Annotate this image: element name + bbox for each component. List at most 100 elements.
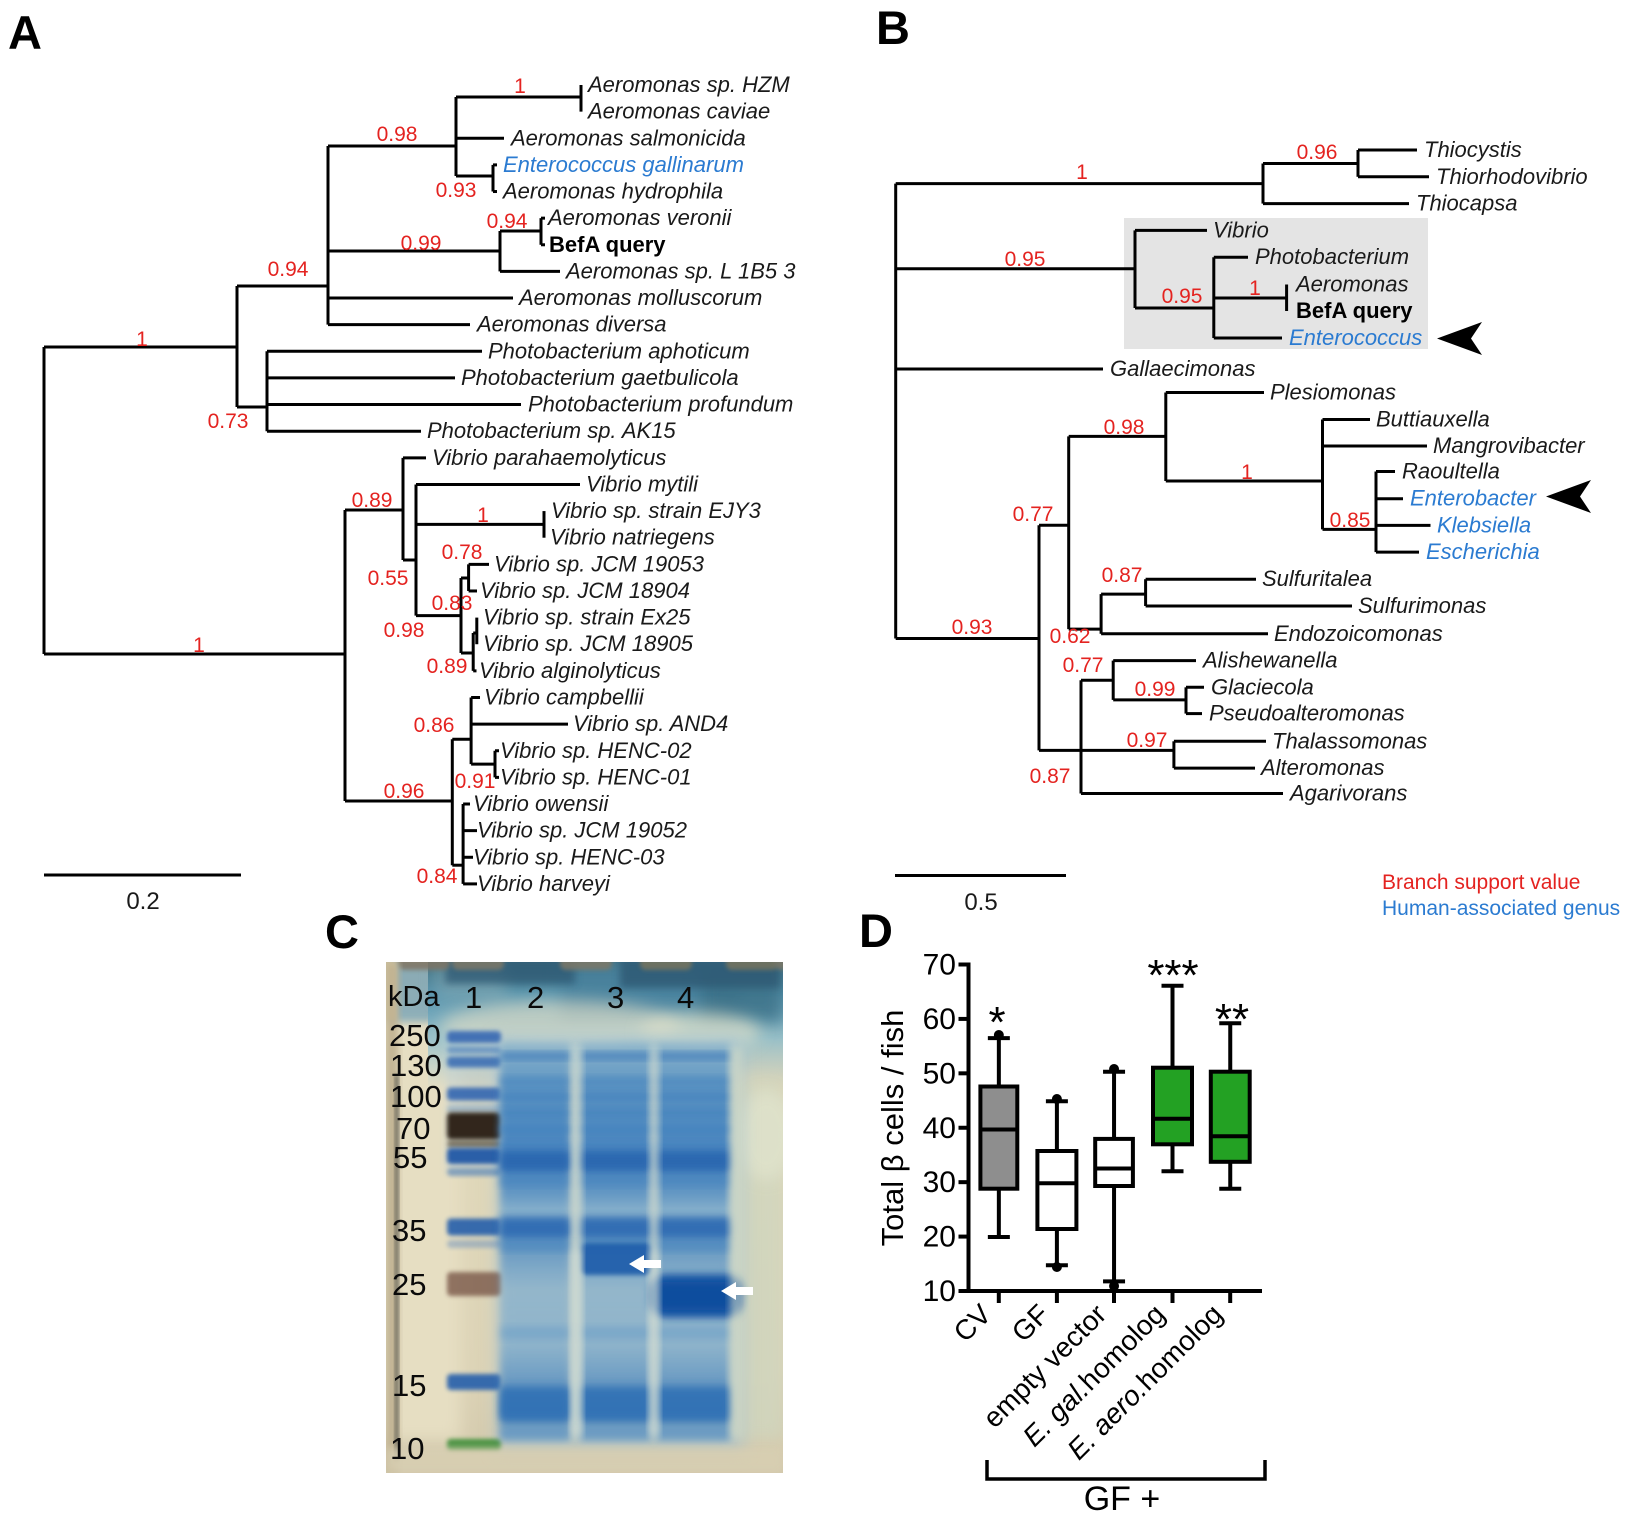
svg-text:Aeromonas molluscorum: Aeromonas molluscorum	[517, 285, 762, 310]
svg-text:Aeromonas veronii: Aeromonas veronii	[546, 205, 733, 230]
svg-text:1: 1	[514, 75, 526, 98]
svg-text:Photobacterium gaetbulicola: Photobacterium gaetbulicola	[461, 365, 739, 390]
svg-text:55: 55	[393, 1140, 427, 1175]
svg-text:Branch support value: Branch support value	[1382, 871, 1580, 894]
svg-text:0.99: 0.99	[1135, 678, 1176, 701]
svg-text:Thalassomonas: Thalassomonas	[1272, 728, 1427, 753]
svg-text:0.86: 0.86	[414, 714, 455, 737]
svg-text:25: 25	[392, 1267, 426, 1302]
svg-text:Vibrio owensii: Vibrio owensii	[473, 791, 609, 816]
svg-text:Vibrio mytili: Vibrio mytili	[586, 471, 699, 496]
svg-text:BefA query: BefA query	[549, 232, 666, 257]
svg-text:Plesiomonas: Plesiomonas	[1270, 380, 1396, 405]
svg-text:100: 100	[390, 1079, 442, 1114]
svg-text:Vibrio sp. strain EJY3: Vibrio sp. strain EJY3	[551, 498, 762, 523]
svg-text:0.99: 0.99	[401, 232, 442, 255]
svg-text:10: 10	[923, 1275, 956, 1308]
svg-text:250: 250	[389, 1018, 441, 1053]
svg-text:Escherichia: Escherichia	[1426, 539, 1540, 564]
svg-text:0.95: 0.95	[1005, 248, 1046, 271]
svg-text:0.55: 0.55	[368, 567, 409, 590]
svg-text:0.96: 0.96	[1297, 141, 1338, 164]
svg-text:Aeromonas sp. HZM: Aeromonas sp. HZM	[586, 72, 790, 97]
svg-text:BefA query: BefA query	[1296, 298, 1413, 323]
svg-text:1: 1	[1249, 277, 1261, 300]
svg-text:0.94: 0.94	[268, 258, 309, 281]
svg-text:Klebsiella: Klebsiella	[1437, 512, 1531, 537]
svg-text:Vibrio sp. strain Ex25: Vibrio sp. strain Ex25	[483, 605, 691, 630]
svg-text:3: 3	[607, 980, 624, 1015]
svg-text:Endozoicomonas: Endozoicomonas	[1274, 621, 1443, 646]
svg-text:0.77: 0.77	[1063, 654, 1104, 677]
svg-text:70: 70	[923, 949, 956, 982]
svg-text:1: 1	[1076, 161, 1088, 184]
svg-text:0.93: 0.93	[436, 179, 477, 202]
svg-text:4: 4	[677, 980, 694, 1015]
svg-text:130: 130	[390, 1048, 442, 1083]
svg-text:40: 40	[923, 1112, 956, 1145]
svg-text:Gallaecimonas: Gallaecimonas	[1110, 356, 1256, 381]
svg-text:Vibrio sp. HENC-02: Vibrio sp. HENC-02	[500, 738, 692, 763]
svg-text:Vibrio: Vibrio	[1213, 217, 1269, 242]
svg-text:15: 15	[392, 1368, 426, 1403]
svg-text:70: 70	[396, 1111, 430, 1146]
svg-text:Vibrio parahaemolyticus: Vibrio parahaemolyticus	[432, 445, 666, 470]
svg-text:A: A	[8, 6, 42, 59]
svg-text:Photobacterium aphoticum: Photobacterium aphoticum	[488, 338, 750, 363]
svg-text:**: **	[1215, 995, 1249, 1044]
svg-text:Vibrio sp. HENC-01: Vibrio sp. HENC-01	[500, 764, 692, 789]
svg-text:Aeromonas sp. L 1B5 3: Aeromonas sp. L 1B5 3	[564, 258, 796, 283]
svg-text:1: 1	[1241, 461, 1253, 484]
svg-text:0.95: 0.95	[1162, 285, 1203, 308]
svg-text:1: 1	[465, 980, 482, 1015]
svg-text:0.83: 0.83	[432, 592, 473, 615]
svg-text:Thiocystis: Thiocystis	[1424, 137, 1522, 162]
svg-text:0.89: 0.89	[427, 655, 468, 678]
svg-text:Total β cells / fish: Total β cells / fish	[875, 1010, 910, 1247]
svg-text:Pseudoalteromonas: Pseudoalteromonas	[1209, 701, 1405, 726]
svg-text:Vibrio sp. HENC-03: Vibrio sp. HENC-03	[473, 844, 665, 869]
svg-text:Vibrio alginolyticus: Vibrio alginolyticus	[479, 658, 661, 683]
svg-text:Vibrio natriegens: Vibrio natriegens	[550, 525, 715, 550]
svg-text:Sulfurimonas: Sulfurimonas	[1358, 593, 1486, 618]
svg-text:Mangrovibacter: Mangrovibacter	[1433, 433, 1586, 458]
svg-text:Buttiauxella: Buttiauxella	[1376, 407, 1490, 432]
svg-text:0.2: 0.2	[126, 888, 159, 915]
svg-text:0.5: 0.5	[964, 889, 997, 916]
svg-text:kDa: kDa	[388, 981, 440, 1013]
svg-text:Thiocapsa: Thiocapsa	[1416, 191, 1518, 216]
svg-text:Vibrio harveyi: Vibrio harveyi	[477, 871, 611, 896]
svg-text:0.98: 0.98	[384, 619, 425, 642]
svg-text:Vibrio sp. JCM 19053: Vibrio sp. JCM 19053	[494, 551, 705, 576]
svg-text:Agarivorans: Agarivorans	[1288, 781, 1407, 806]
svg-text:0.97: 0.97	[1127, 729, 1168, 752]
svg-text:Thiorhodovibrio: Thiorhodovibrio	[1436, 164, 1588, 189]
svg-text:Vibrio sp. AND4: Vibrio sp. AND4	[573, 711, 728, 736]
svg-text:Photobacterium: Photobacterium	[1255, 244, 1409, 269]
svg-text:1: 1	[136, 328, 148, 351]
svg-text:0.73: 0.73	[208, 410, 249, 433]
svg-text:0.85: 0.85	[1330, 509, 1371, 532]
svg-text:0.93: 0.93	[952, 616, 993, 639]
svg-text:Vibrio sp. JCM 18905: Vibrio sp. JCM 18905	[483, 631, 694, 656]
svg-text:Human-associated genus: Human-associated genus	[1382, 897, 1620, 920]
svg-text:Alishewanella: Alishewanella	[1201, 648, 1338, 673]
svg-text:Raoultella: Raoultella	[1402, 459, 1500, 484]
svg-text:0.62: 0.62	[1050, 625, 1091, 648]
svg-text:20: 20	[923, 1221, 956, 1254]
svg-text:Vibrio campbellii: Vibrio campbellii	[484, 684, 645, 709]
svg-text:Enterococcus gallinarum: Enterococcus gallinarum	[503, 152, 744, 177]
svg-text:60: 60	[923, 1003, 956, 1036]
svg-text:Aeromonas salmonicida: Aeromonas salmonicida	[509, 125, 746, 150]
svg-text:GF +: GF +	[1084, 1480, 1161, 1518]
svg-text:0.87: 0.87	[1102, 564, 1143, 587]
svg-text:Enterobacter: Enterobacter	[1410, 486, 1538, 511]
svg-text:30: 30	[923, 1166, 956, 1199]
svg-text:35: 35	[392, 1213, 426, 1248]
svg-text:Vibrio sp. JCM 18904: Vibrio sp. JCM 18904	[480, 578, 690, 603]
svg-text:0.77: 0.77	[1013, 503, 1054, 526]
svg-text:0.91: 0.91	[455, 770, 496, 793]
svg-text:0.94: 0.94	[487, 210, 528, 233]
svg-text:B: B	[876, 1, 910, 54]
svg-text:0.84: 0.84	[417, 865, 458, 888]
